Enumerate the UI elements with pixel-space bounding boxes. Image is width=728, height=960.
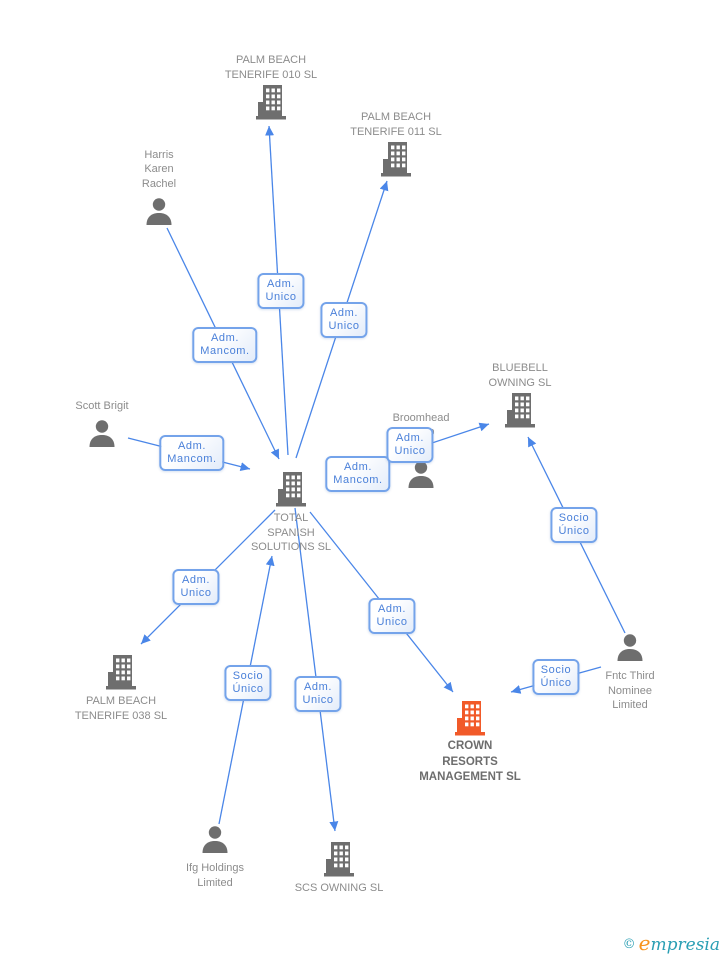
edge-label: Adm. Unico — [172, 569, 220, 605]
copyright-icon: © — [622, 937, 636, 952]
node-label: TOTAL SPANISH SOLUTIONS SL — [250, 512, 332, 553]
node-label: PALM BEACH TENERIFE 038 SL — [74, 695, 168, 722]
node-label: PALM BEACH TENERIFE 011 SL — [350, 111, 442, 138]
node-label: CROWN RESORTS MANAGEMENT SL — [419, 740, 521, 783]
person-icon — [144, 196, 174, 226]
edge-label: Socio Único — [224, 665, 272, 701]
edge-line-total-spanish-solutions-to-scs-owning — [294, 507, 339, 832]
building-icon — [379, 141, 413, 177]
edge-label: Adm. Unico — [257, 273, 305, 309]
brand-rest: mpresia — [650, 935, 721, 955]
person-icon — [200, 824, 230, 854]
person-icon — [615, 632, 645, 662]
edge-label: Adm. Unico — [386, 427, 434, 463]
person-icon — [87, 418, 117, 448]
brand-initial: e — [638, 931, 651, 955]
edge-label: Adm. Unico — [368, 598, 416, 634]
node-label: Ifg Holdings Limited — [185, 862, 245, 889]
node-label: BLUEBELL OWNING SL — [488, 362, 552, 389]
node-label: Harris Karen Rachel — [141, 148, 177, 190]
node-label: Fntc Third Nominee Limited — [605, 670, 655, 711]
building-icon — [453, 700, 487, 736]
edge-label: Adm. Mancom. — [192, 327, 258, 363]
building-icon — [503, 392, 537, 428]
empresia-logo[interactable]: ©empresia — [623, 933, 720, 954]
edge-label: Adm. Mancom. — [325, 456, 391, 492]
edge-label: Adm. Unico — [320, 302, 368, 338]
edge-label: Socio Único — [532, 659, 580, 695]
building-icon — [104, 654, 138, 690]
edge-label: Socio Único — [550, 507, 598, 543]
building-icon — [254, 84, 288, 120]
building-icon — [322, 841, 356, 877]
node-label: PALM BEACH TENERIFE 010 SL — [224, 54, 318, 81]
person-icon — [406, 459, 436, 489]
node-label: Scott Brigit — [75, 399, 129, 412]
building-icon — [274, 471, 308, 507]
node-label: SCS OWNING SL — [294, 882, 384, 894]
edge-label: Adm. Mancom. — [159, 435, 225, 471]
edge-label: Adm. Unico — [294, 676, 342, 712]
